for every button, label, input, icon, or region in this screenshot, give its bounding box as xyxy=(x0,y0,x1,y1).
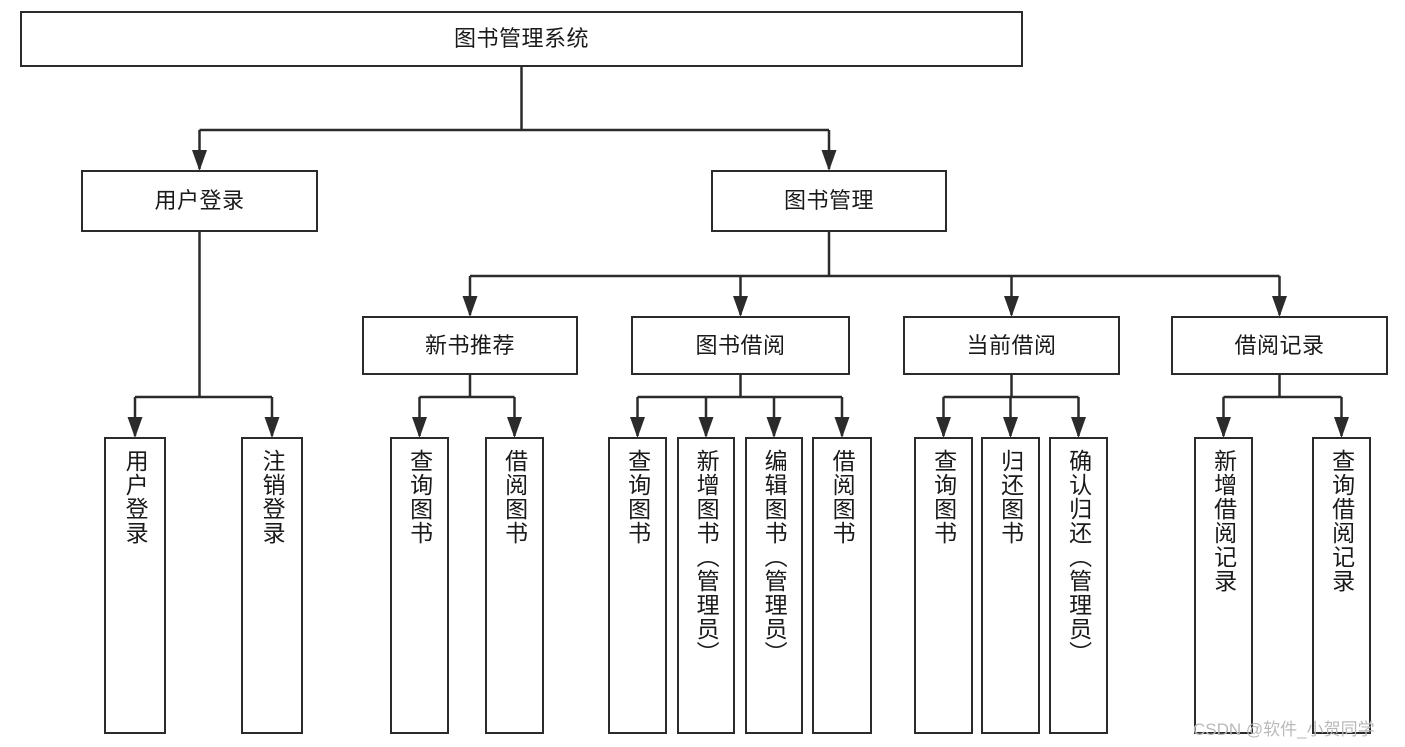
node-leaf-query-book-1[interactable]: 查询图书 xyxy=(390,437,449,734)
node-label-leaf-query-record: 查询借阅记录 xyxy=(1328,449,1355,593)
node-label-book-borrow: 图书借阅 xyxy=(695,332,786,358)
node-leaf-user-login[interactable]: 用户登录 xyxy=(104,437,166,734)
arrowhead-book-mgmt xyxy=(821,150,837,171)
node-label-leaf-query-book-1: 查询图书 xyxy=(406,449,433,545)
node-label-leaf-query-book-2: 查询图书 xyxy=(624,449,651,545)
arrowhead-current-borrow xyxy=(1004,296,1019,317)
node-leaf-add-record[interactable]: 新增借阅记录 xyxy=(1194,437,1253,734)
arrowhead-new-book-rec xyxy=(462,296,478,317)
node-label-new-book-rec: 新书推荐 xyxy=(424,332,515,358)
arrowhead-leaf-add-record xyxy=(1216,417,1231,438)
arrowhead-leaf-query-book-3 xyxy=(936,417,951,438)
node-label-user-login: 用户登录 xyxy=(154,188,245,214)
node-leaf-user-logout[interactable]: 注销登录 xyxy=(241,437,303,734)
node-label-leaf-return-book: 归还图书 xyxy=(997,449,1024,545)
arrowhead-leaf-confirm-return xyxy=(1071,417,1086,438)
arrowhead-leaf-user-login xyxy=(127,417,143,438)
arrowhead-leaf-return-book xyxy=(1003,417,1018,438)
node-leaf-edit-book[interactable]: 编辑图书（管理员） xyxy=(745,437,803,734)
node-leaf-add-book[interactable]: 新增图书（管理员） xyxy=(677,437,735,734)
node-book-borrow[interactable]: 图书借阅 xyxy=(631,316,850,375)
node-root[interactable]: 图书管理系统 xyxy=(20,11,1023,67)
node-label-leaf-user-logout: 注销登录 xyxy=(259,449,286,545)
node-leaf-query-book-2[interactable]: 查询图书 xyxy=(608,437,667,734)
arrowhead-leaf-user-logout xyxy=(264,417,280,438)
node-label-leaf-borrow-book-2: 借阅图书 xyxy=(829,449,856,545)
arrowhead-leaf-edit-book xyxy=(766,417,782,438)
node-leaf-query-record[interactable]: 查询借阅记录 xyxy=(1312,437,1371,734)
node-leaf-confirm-return[interactable]: 确认归还（管理员） xyxy=(1049,437,1108,734)
csdn-watermark: CSDN @软件_小贺同学 xyxy=(1193,720,1375,739)
node-label-leaf-user-login: 用户登录 xyxy=(122,449,149,545)
node-leaf-borrow-book-2[interactable]: 借阅图书 xyxy=(812,437,872,734)
arrowhead-user-login xyxy=(192,150,207,171)
arrowhead-leaf-borrow-book-2 xyxy=(834,417,850,438)
node-label-borrow-record: 借阅记录 xyxy=(1234,332,1325,358)
node-leaf-query-book-3[interactable]: 查询图书 xyxy=(914,437,973,734)
node-label-book-mgmt: 图书管理 xyxy=(783,188,874,214)
arrowhead-leaf-borrow-book-1 xyxy=(507,417,522,438)
node-label-leaf-borrow-book-1: 借阅图书 xyxy=(501,449,528,545)
node-label-leaf-confirm-return: 确认归还（管理员） xyxy=(1065,449,1092,665)
node-label-leaf-add-record: 新增借阅记录 xyxy=(1210,449,1237,593)
node-book-mgmt[interactable]: 图书管理 xyxy=(711,170,947,232)
node-leaf-return-book[interactable]: 归还图书 xyxy=(981,437,1040,734)
node-label-leaf-query-book-3: 查询图书 xyxy=(930,449,957,545)
node-current-borrow[interactable]: 当前借阅 xyxy=(903,316,1120,375)
arrowhead-borrow-record xyxy=(1272,296,1287,317)
node-label-leaf-edit-book: 编辑图书（管理员） xyxy=(761,449,788,665)
node-label-leaf-add-book: 新增图书（管理员） xyxy=(693,449,720,665)
node-leaf-borrow-book-1[interactable]: 借阅图书 xyxy=(485,437,544,734)
arrowhead-leaf-query-book-2 xyxy=(630,417,645,438)
arrowhead-book-borrow xyxy=(733,296,748,317)
node-borrow-record[interactable]: 借阅记录 xyxy=(1171,316,1388,375)
node-label-current-borrow: 当前借阅 xyxy=(966,332,1057,358)
arrowhead-leaf-add-book xyxy=(698,417,714,438)
arrowhead-leaf-query-record xyxy=(1334,417,1349,438)
node-new-book-rec[interactable]: 新书推荐 xyxy=(362,316,578,375)
node-label-root: 图书管理系统 xyxy=(453,26,589,52)
node-user-login[interactable]: 用户登录 xyxy=(81,170,318,232)
arrowhead-leaf-query-book-1 xyxy=(412,417,427,438)
